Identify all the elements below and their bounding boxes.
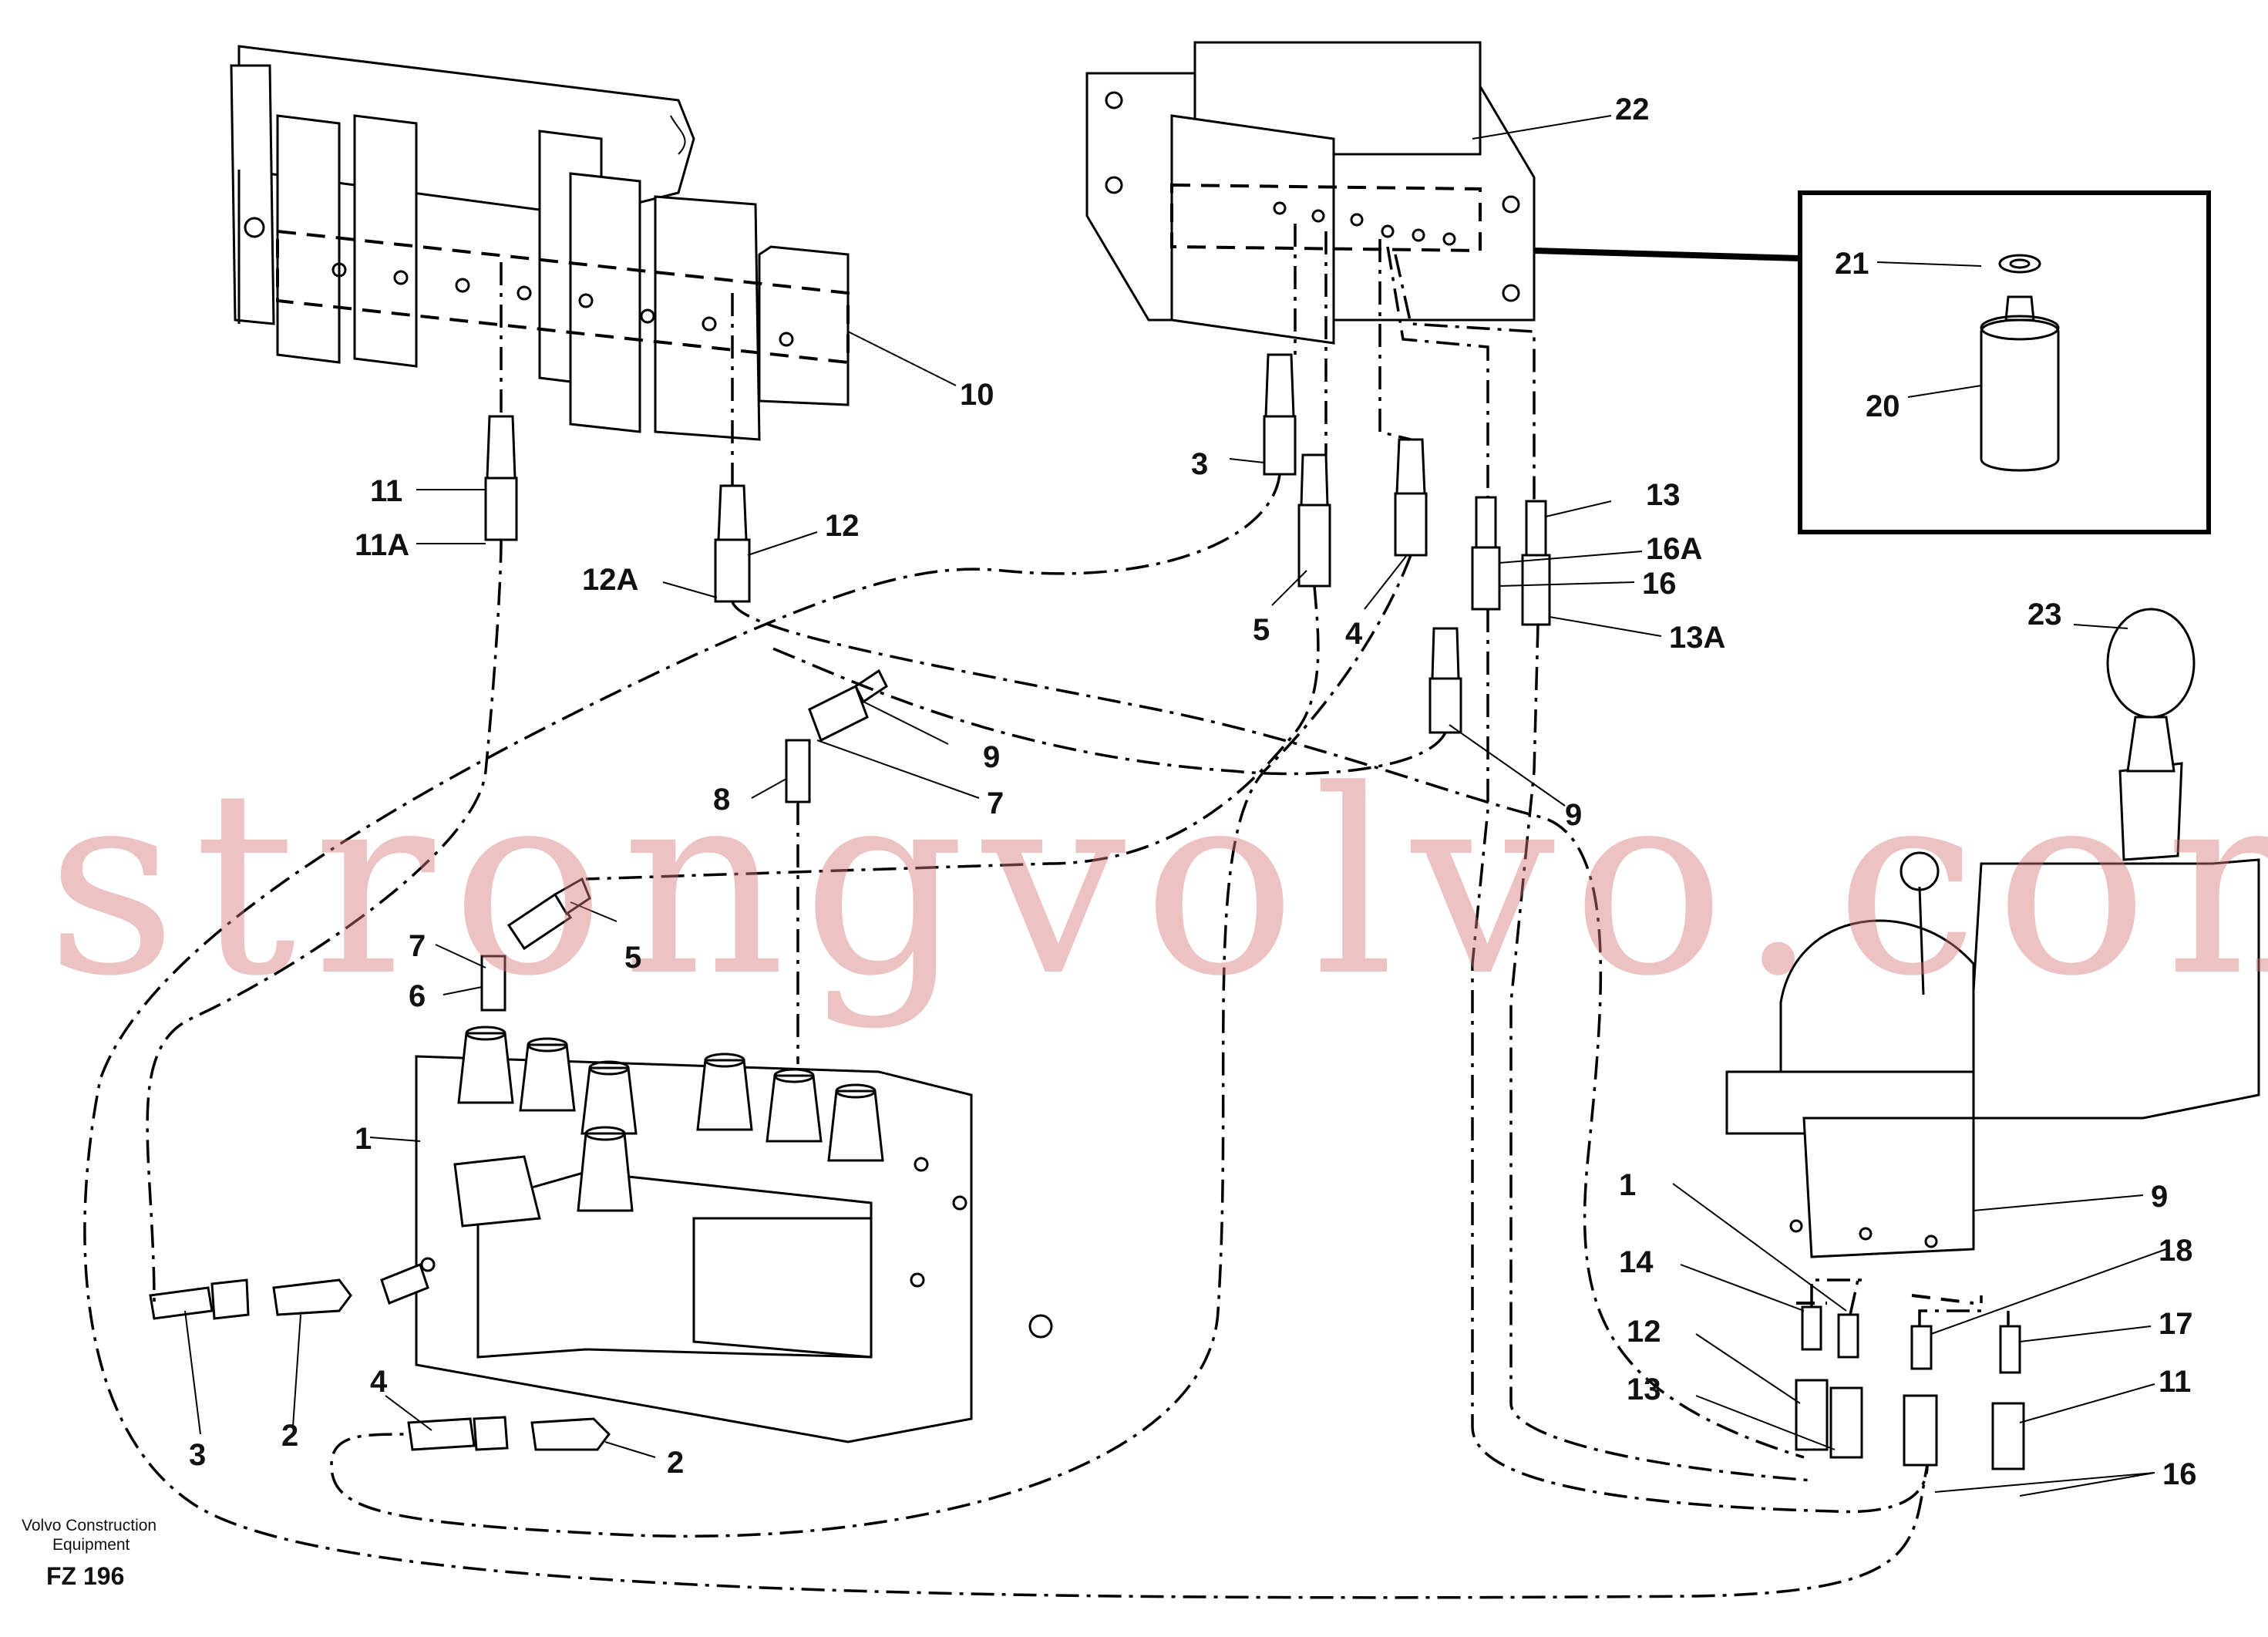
control-lever-23 xyxy=(1725,608,2260,1305)
callout-11A: 11A xyxy=(355,528,409,562)
callout-16A: 16A xyxy=(1646,532,1702,566)
callout-8: 8 xyxy=(713,783,730,817)
callout-3-bot: 3 xyxy=(189,1438,206,1472)
callout-16-bot: 16 xyxy=(2162,1457,2197,1491)
callout-5-top: 5 xyxy=(1253,613,1270,647)
callout-21: 21 xyxy=(1835,247,1869,281)
callout-1-right: 1 xyxy=(1619,1168,1636,1202)
callout-6: 6 xyxy=(409,979,426,1013)
callout-labels: 22 21 20 10 11 11A 12 12A 3 5 4 13 16A 1… xyxy=(189,93,2197,1491)
callout-9-a: 9 xyxy=(983,740,1000,774)
footer: Volvo Construction Equipment FZ 196 xyxy=(22,1517,156,1590)
callout-3-top: 3 xyxy=(1191,447,1208,481)
callout-23: 23 xyxy=(2027,598,2062,632)
callout-13-top: 13 xyxy=(1646,478,1681,512)
callout-14: 14 xyxy=(1619,1245,1654,1279)
callout-12-bot: 12 xyxy=(1627,1315,1661,1349)
callout-5-mid: 5 xyxy=(624,941,641,975)
callout-17: 17 xyxy=(2159,1307,2193,1341)
callout-7-a: 7 xyxy=(987,787,1004,820)
hose-routing xyxy=(83,224,2010,1599)
callout-2-left: 2 xyxy=(281,1419,298,1453)
callout-9-right: 9 xyxy=(2151,1180,2168,1214)
figure-code: FZ 196 xyxy=(46,1562,124,1590)
pilot-caps xyxy=(457,1026,884,1212)
leader-lines xyxy=(184,115,2167,1497)
callout-16-top: 16 xyxy=(1642,567,1677,601)
manifold-22 xyxy=(1085,41,1536,345)
detail-inset xyxy=(1533,190,2211,534)
callout-11-bot: 11 xyxy=(2159,1365,2191,1399)
callout-11-top: 11 xyxy=(370,474,402,508)
callout-1-left: 1 xyxy=(355,1122,372,1156)
callout-9-b: 9 xyxy=(1565,798,1582,832)
callout-18: 18 xyxy=(2159,1234,2193,1268)
company-line-2: Equipment xyxy=(52,1536,130,1554)
callout-12A: 12A xyxy=(582,563,638,597)
callout-22: 22 xyxy=(1615,93,1650,126)
callout-13-bot: 13 xyxy=(1627,1373,1661,1406)
hose-fittings xyxy=(149,353,2025,1470)
callout-12-top: 12 xyxy=(825,509,860,543)
callout-2-bot: 2 xyxy=(667,1446,684,1480)
callout-20: 20 xyxy=(1866,389,1900,423)
callout-13A: 13A xyxy=(1669,621,1725,655)
callout-10: 10 xyxy=(960,378,994,412)
servo-valve-block-1 xyxy=(415,1026,1053,1443)
valve-assembly-10 xyxy=(230,45,850,441)
callout-4-bot: 4 xyxy=(370,1365,388,1399)
callout-4-top: 4 xyxy=(1345,617,1363,651)
company-line-1: Volvo Construction xyxy=(22,1517,156,1534)
callout-7-b: 7 xyxy=(409,929,426,963)
watermark-text: strongvolvo.com xyxy=(46,736,2268,1032)
